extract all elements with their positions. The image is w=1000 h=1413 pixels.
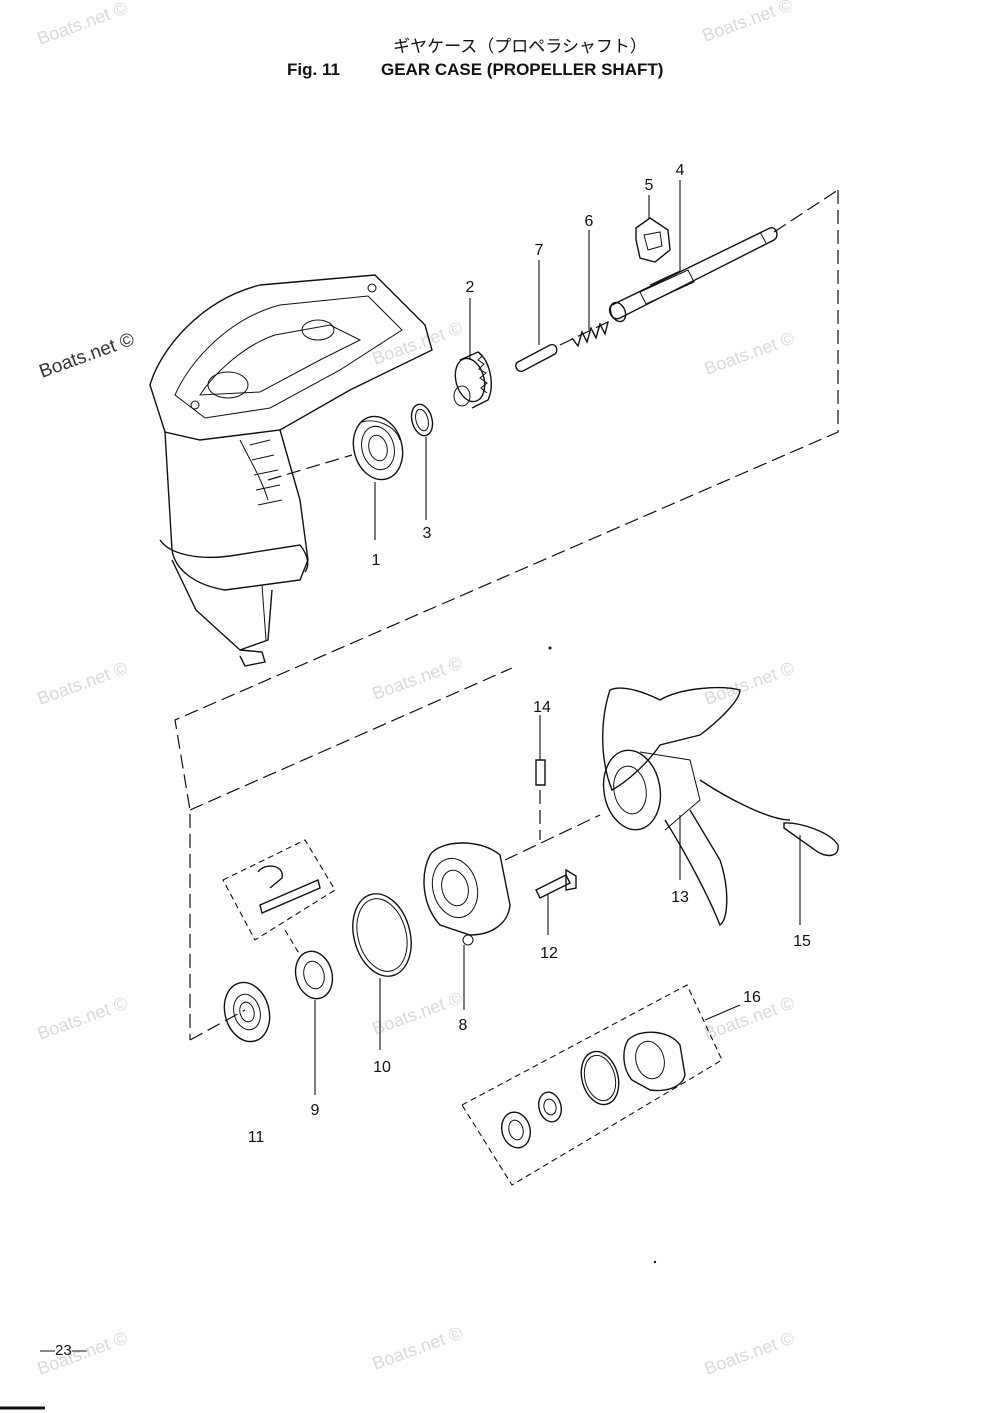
part-number-labels: 1 2 3 4 5 6 7 8 9 10 11 12 13 14 15 16 xyxy=(248,162,811,1146)
part-number-label: 7 xyxy=(535,242,544,259)
watermark: Boats.net © xyxy=(370,653,465,704)
watermarks: Boats.net © Boats.net © Boats.net © Boat… xyxy=(35,0,797,1379)
assembly-boundary xyxy=(174,189,839,1041)
title-japanese: ギヤケース（プロペラシャフト） xyxy=(393,37,647,57)
leader-lines xyxy=(314,180,801,1095)
part-number-label: 3 xyxy=(423,525,432,542)
watermark: Boats.net © xyxy=(370,988,465,1039)
watermark: Boats.net © xyxy=(700,0,795,46)
watermark: Boats.net © xyxy=(35,993,130,1044)
part-12-bolt xyxy=(535,868,577,899)
part-4-propeller-shaft xyxy=(559,227,778,346)
watermark: Boats.net © xyxy=(35,0,130,49)
part-number-label: 16 xyxy=(743,989,761,1006)
figure-number: Fig. 11 xyxy=(287,60,340,79)
part-number-label: 8 xyxy=(459,1017,468,1034)
part-5-clutch xyxy=(635,217,671,263)
part-number-label: 4 xyxy=(676,162,685,179)
part-11-bearing xyxy=(223,981,271,1043)
part-13-propeller xyxy=(602,686,791,927)
watermark: Boats.net © xyxy=(370,318,465,369)
watermark: Boats.net © xyxy=(702,1328,797,1379)
stray-dot xyxy=(653,1260,657,1264)
part-number-label: 1 xyxy=(372,552,381,569)
gear-case-housing xyxy=(149,274,433,667)
part-3-shim xyxy=(410,403,434,437)
page-number: —23— xyxy=(40,1342,87,1359)
watermark: Boats.net © xyxy=(35,658,130,709)
part-number-label: 9 xyxy=(311,1102,320,1119)
part-number-label: 11 xyxy=(248,1129,265,1146)
part-number-label: 5 xyxy=(645,177,654,194)
part-7-pin xyxy=(515,343,558,373)
watermark: Boats.net © xyxy=(702,328,797,379)
part-number-label: 12 xyxy=(540,945,558,962)
detail-box-kit-16 xyxy=(461,984,741,1186)
part-number-label: 6 xyxy=(585,213,594,230)
part-10-o-ring xyxy=(352,893,412,977)
part-number-label: 13 xyxy=(671,889,689,906)
part-2-bevel-gear xyxy=(453,351,492,409)
part-number-label: 2 xyxy=(466,279,475,296)
part-15-cotter-pin xyxy=(783,822,839,857)
detail-box-tool xyxy=(222,839,336,956)
figure-title: ギヤケース（プロペラシャフト） Fig. 11 GEAR CASE (PROPE… xyxy=(287,37,663,79)
title-english: GEAR CASE (PROPELLER SHAFT) xyxy=(381,60,663,79)
part-9-oil-seal xyxy=(294,950,334,1000)
part-6-spring xyxy=(571,321,609,348)
part-number-label: 14 xyxy=(533,699,551,716)
watermark-dark: Boats.net © xyxy=(37,329,138,383)
part-1-bearing xyxy=(352,415,404,481)
part-number-label: 15 xyxy=(793,933,811,950)
part-number-label: 10 xyxy=(373,1059,391,1076)
part-14-pin xyxy=(535,759,546,840)
stray-dot xyxy=(548,646,552,650)
part-8-shaft-housing xyxy=(423,814,601,946)
watermark: Boats.net © xyxy=(702,658,797,709)
watermark: Boats.net © xyxy=(370,1323,465,1374)
